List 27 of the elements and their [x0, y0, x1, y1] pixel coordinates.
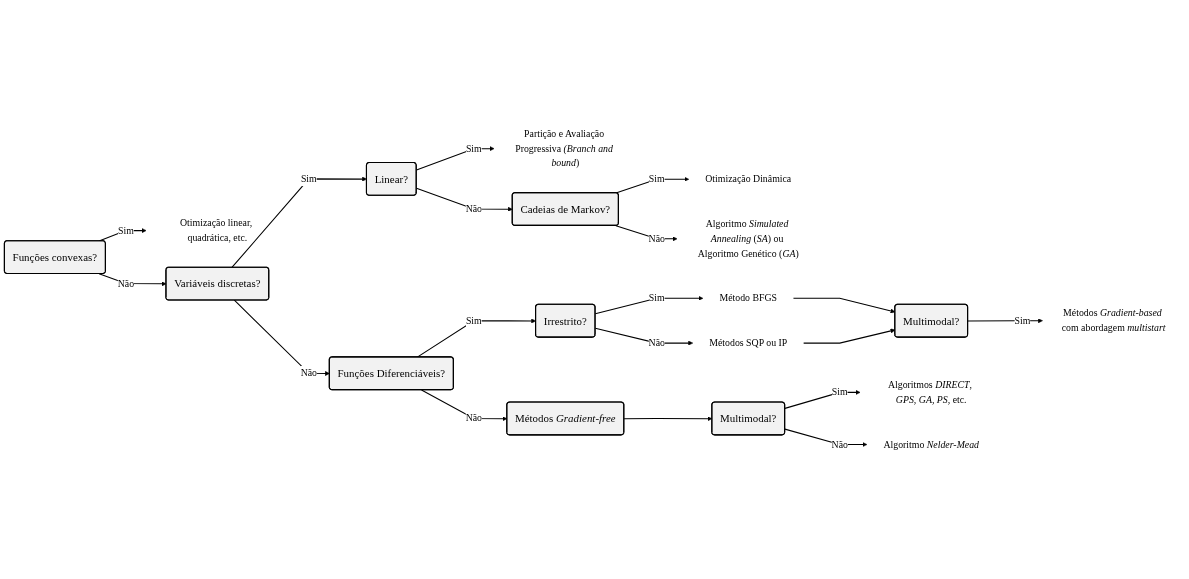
node-text: Otimização Dinâmica — [705, 173, 792, 185]
node-text: Métodos SQP ou IP — [709, 337, 788, 349]
node-text: Método BFGS — [719, 292, 778, 304]
edge-label: Não — [465, 203, 483, 215]
edge-label: Sim — [648, 173, 665, 185]
edge-label: Sim — [648, 292, 665, 304]
node-text: Algoritmos DIRECT, GPS, GA, PS, etc. — [887, 379, 973, 406]
edge-label: Sim — [465, 143, 482, 155]
edge-label: Não — [831, 439, 848, 450]
edge-label: Não — [117, 278, 135, 290]
arrow — [784, 428, 868, 448]
node-text: Métodos Gradient-based com abordagem multistart — [1061, 307, 1166, 334]
node-text: Partição e Avaliação Progressiva (Branch and bound) — [515, 128, 613, 169]
node-text: Algoritmo Simulated Annealing (SA) ou Algoritmo Genético (GA) — [697, 218, 799, 259]
arrow — [231, 176, 367, 269]
edge-label: Sim — [300, 173, 317, 185]
edge-label: Não — [465, 412, 483, 424]
node-text: Otimização linear, quadrática, etc. — [180, 217, 253, 244]
edge-label: Não — [648, 233, 665, 245]
edge-label: Não — [300, 367, 318, 379]
arrow — [233, 299, 330, 377]
edge-label: Não — [648, 337, 665, 349]
node-text: Algoritmo Nelder-Mead — [883, 439, 980, 450]
edge-label: Sim — [831, 386, 848, 398]
edge-label: Sim — [1014, 315, 1031, 327]
edge-label: Sim — [465, 315, 482, 327]
edge-label: Sim — [117, 225, 134, 237]
